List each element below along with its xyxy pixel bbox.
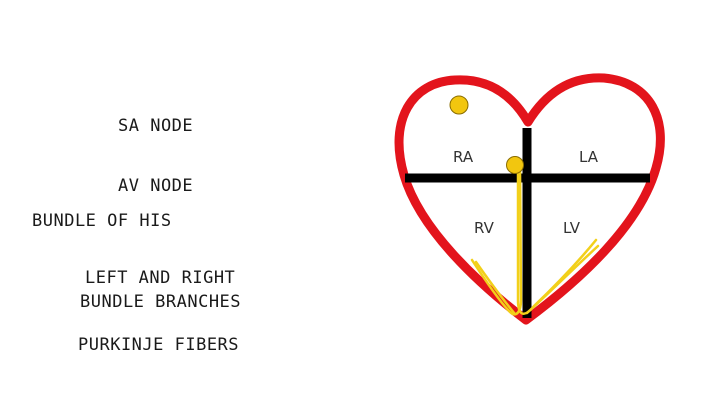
heart-outline (394, 73, 665, 325)
chamber-label-lv: LV (563, 219, 581, 237)
chamber-label-rv: RV (474, 219, 495, 237)
av-node-label: AV NODE (118, 176, 194, 196)
sa-node-dot (449, 95, 469, 115)
right-bundle-branch (470, 168, 523, 316)
chamber-label-la: LA (579, 148, 599, 166)
bundle-branches-label-line1: LEFT AND RIGHT (85, 268, 236, 288)
bundle-of-his-label: BUNDLE OF HIS (32, 211, 172, 231)
chamber-label-ra: RA (453, 148, 474, 166)
purkinje-fibers-label: PURKINJE FIBERS (78, 335, 240, 355)
av-node-dot (506, 156, 524, 174)
left-purkinje-fibers (525, 244, 600, 315)
bundle-branches-label-line2: BUNDLE BRANCHES (80, 292, 242, 312)
right-purkinje-fibers (474, 260, 517, 316)
sa-node-label: SA NODE (118, 116, 194, 136)
conduction-pathways (470, 166, 600, 316)
